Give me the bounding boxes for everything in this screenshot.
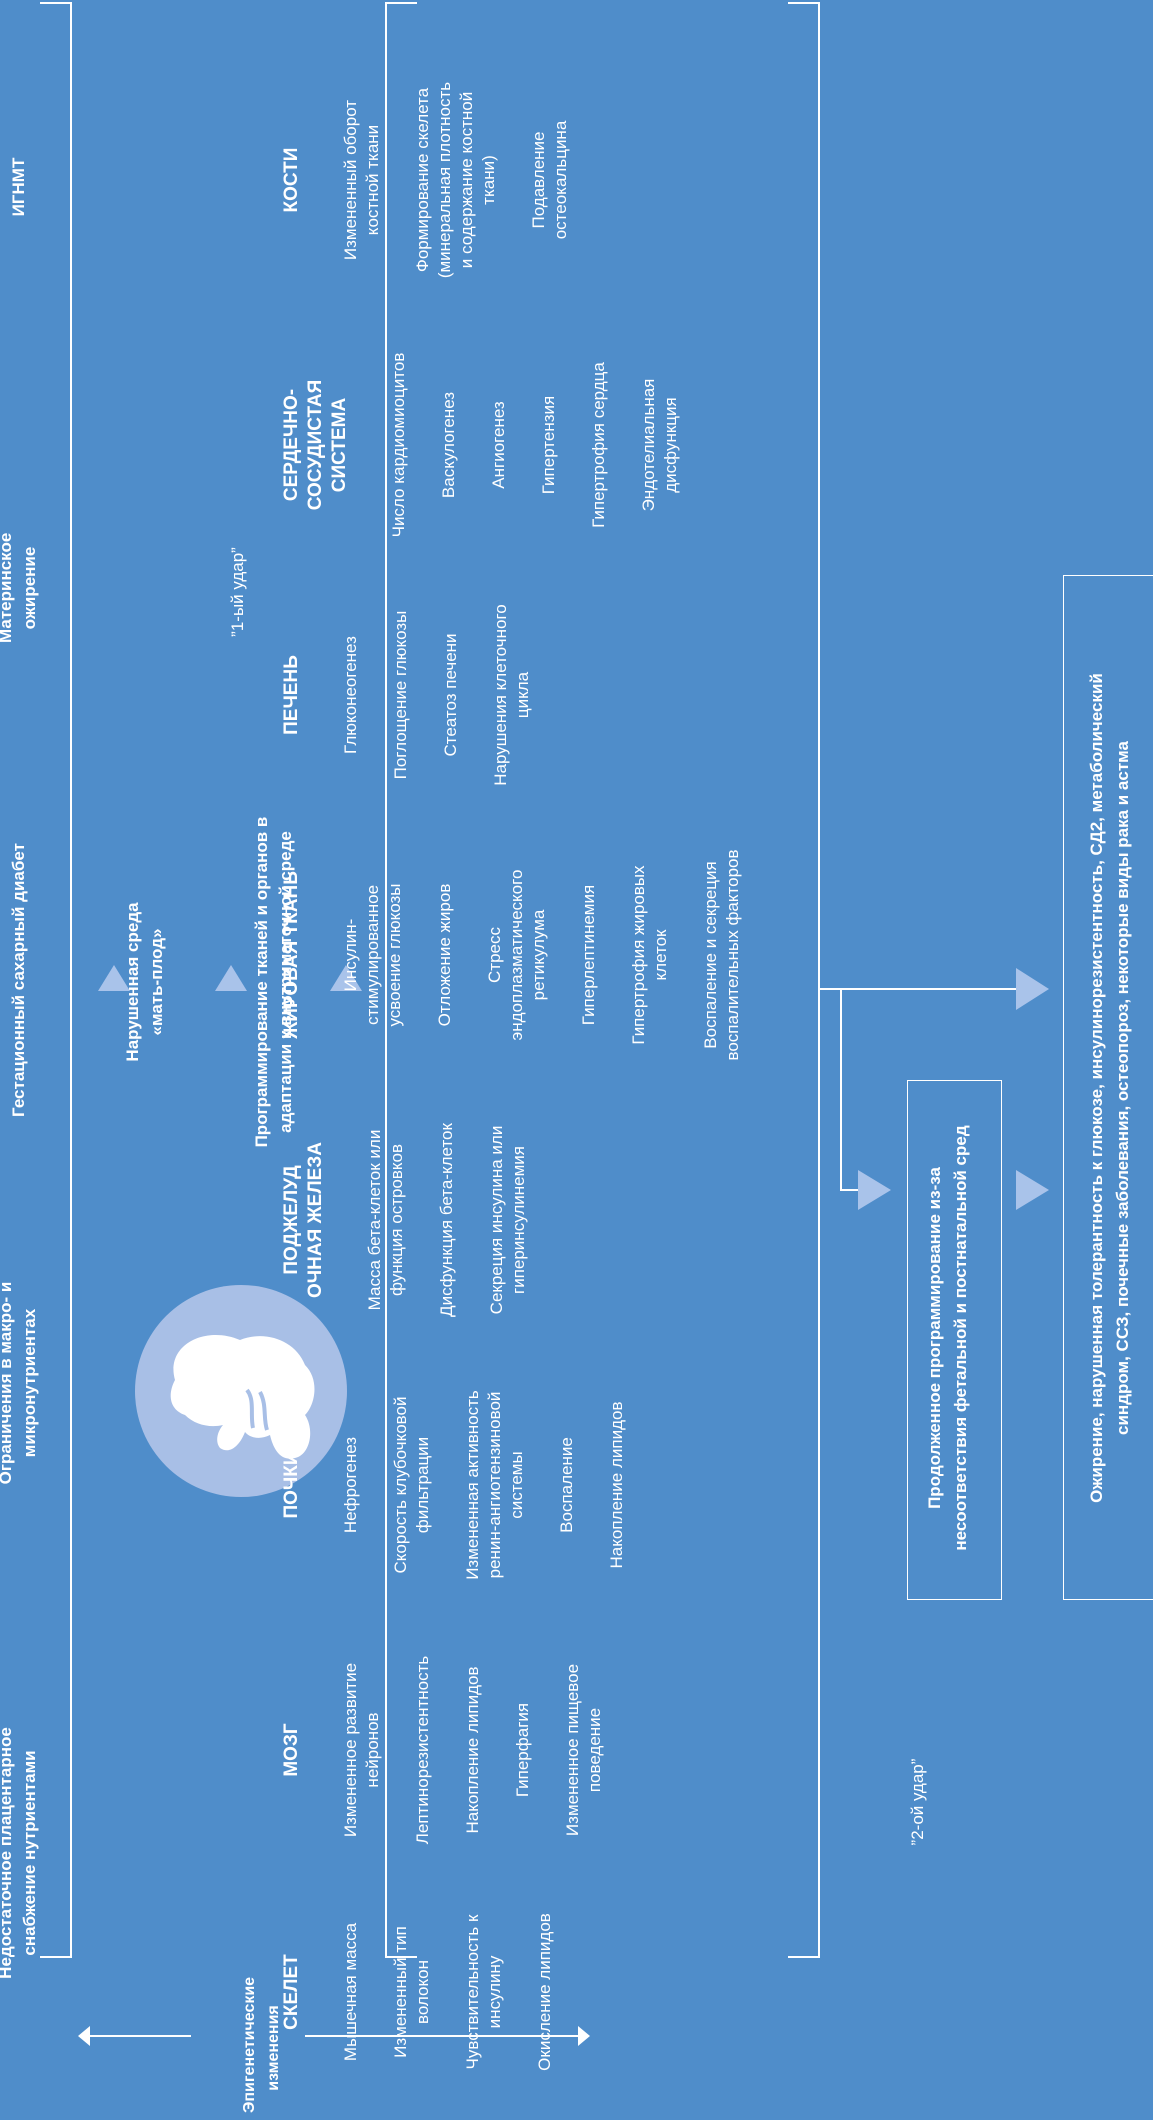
organ-item: Гипертрофия жировых клеток [629, 865, 670, 1045]
causes-bracket-spine [70, 2, 72, 1958]
arrow-triangle-continued [858, 1170, 891, 1210]
organ-block-adipose: ЖИРОВАЯ ТКАНЬ Инсулин- стимулированное у… [280, 830, 742, 1080]
arrow-triangle-2 [215, 965, 247, 991]
organ-block-bones: КОСТИ Измененный оборот костной ткани Фо… [280, 55, 720, 305]
organ-item: Эндотелиальная дисфункция [639, 378, 680, 512]
arrow-triangle-3 [330, 965, 362, 991]
organ-block-cardiovascular: СЕРДЕЧНО- СОСУДИСТАЯ СИСТЕМА Число карди… [280, 320, 720, 570]
connector-to-continued [840, 1189, 860, 1191]
organ-block-liver: ПЕЧЕНЬ Глюконеогенез Поглощение глюкозы … [280, 570, 720, 820]
organs-bracket-bottom-right [788, 1956, 820, 1958]
organ-item: Дисфункция бета-клеток [437, 1123, 456, 1317]
organ-item: Отложение жиров [435, 883, 454, 1027]
organ-block-kidneys: ПОЧКИ Нефрогенез Скорость клубочковой фи… [280, 1360, 720, 1610]
organ-item: Нефрогенез [341, 1436, 360, 1534]
connector-horizontal [820, 988, 1020, 990]
organ-title: ПОДЖЕЛУД ОЧНАЯ ЖЕЛЕЗА [281, 1142, 326, 1298]
organ-item: Секреция инсулина или гиперинсулинемия [487, 1125, 528, 1315]
first-hit-label: ”1-ый удар” [228, 547, 247, 637]
organ-item: Измененный оборот костной ткани [341, 99, 382, 261]
cause-gestational-diabetes: Гестационный сахарный диабет [9, 843, 28, 1117]
disturbed-environment-label: Нарушенная среда «мать-плод» [123, 902, 166, 1062]
organ-block-pancreas: ПОДЖЕЛУД ОЧНАЯ ЖЕЛЕЗА Масса бета-клеток … [280, 1095, 720, 1345]
organ-item: Скорость клубочковой фильтрации [391, 1396, 432, 1574]
organ-block-brain: МОЗГ Измененное развитие нейронов Лептин… [280, 1625, 720, 1875]
organ-title: МОЗГ [281, 1723, 302, 1777]
epigenetic-arrow-left-line [88, 2035, 191, 2037]
organs-bracket-bottom-left [385, 1956, 417, 1958]
cause-maternal-obesity: Материнское ожирение [0, 532, 39, 643]
organ-item: Подавление остеокальцина [529, 120, 570, 240]
cause-placental: Недостаточное плацентарное снабжение нут… [0, 1727, 39, 1979]
organ-item: Гипертрофия сердца [589, 362, 608, 528]
epigenetic-arrow-right-head [578, 2026, 590, 2046]
organ-item: Чувствительность к инсулину [463, 1914, 504, 2070]
organs-bracket-spine-right [818, 2, 820, 1958]
organ-title: ЖИРОВАЯ ТКАНЬ [281, 871, 302, 1039]
cause-macro-micro: Ограничения в макро- и микронутриентах [0, 1282, 39, 1485]
connector-vertical [840, 988, 842, 1191]
second-hit-label: ”2-ой удар” [908, 1758, 927, 1846]
organ-item: Воспаление и секреция воспалительных фак… [701, 849, 742, 1061]
organ-item: Поглощение глюкозы [391, 610, 410, 780]
organ-item: Окисление липидов [535, 1913, 554, 2071]
organ-item: Ангиогенез [489, 401, 508, 489]
organ-item: Измененное пищевое поведение [563, 1663, 604, 1837]
organ-title: КОСТИ [281, 147, 302, 213]
organ-item: Нарушения клеточного цикла [491, 604, 532, 786]
organ-item: Число кардиомиоцитов [389, 352, 408, 538]
organs-bracket-spine-left [385, 2, 387, 1958]
organs-bracket-top-left [385, 2, 417, 4]
organ-item: Измененная активность ренин-ангиотензино… [463, 1390, 526, 1580]
epigenetic-arrow-right-line [305, 2035, 580, 2037]
causes-bracket-top [40, 2, 72, 4]
organ-item: Гиперлептинемия [579, 884, 598, 1026]
organ-item: Стресс эндоплазматического ретикулума [485, 869, 548, 1041]
organ-item: Формирование скелета (минеральная плотно… [413, 81, 498, 279]
arrow-triangle-1 [98, 965, 130, 991]
organ-item: Гипертензия [539, 395, 558, 495]
organ-item: Мышечная масса [341, 1922, 360, 2062]
organ-item: Васкулогенез [439, 391, 458, 499]
outcome-box [1063, 575, 1153, 1600]
continued-programming-box [907, 1080, 1002, 1600]
arrow-triangle-outcome-mid [1016, 1170, 1049, 1210]
organ-item: Лептинорезистентность [413, 1655, 432, 1845]
epigenetic-arrow-left-head [78, 2026, 90, 2046]
organs-bracket-top-right [788, 2, 820, 4]
organ-title: ПОЧКИ [281, 1451, 302, 1519]
organ-title: СЕРДЕЧНО- СОСУДИСТАЯ СИСТЕМА [281, 379, 350, 511]
organ-item: Воспаление [557, 1437, 576, 1533]
organ-item: Глюконеогенез [341, 636, 360, 754]
organ-item: Накопление липидов [463, 1666, 482, 1834]
organ-block-skeleton: СКЕЛЕТ Мышечная масса Измененный тип вол… [280, 1867, 720, 2117]
organ-item: Измененное развитие нейронов [341, 1662, 382, 1838]
organ-item: Гиперфагия [513, 1702, 532, 1798]
organ-item: Измененный тип волокон [391, 1926, 432, 2058]
outcome-label: Ожирение, нарушенная толерантность к глю… [1087, 673, 1132, 1503]
causes-bracket-bottom [40, 1956, 72, 1958]
continued-programming-label: Продолженное программирование из-за несо… [925, 1125, 970, 1551]
organ-item: Накопление липидов [607, 1401, 626, 1569]
cause-ignmt: ИГНМТ [9, 157, 28, 217]
organ-title: ПЕЧЕНЬ [281, 655, 302, 735]
arrow-triangle-outcome-top [1016, 968, 1049, 1010]
organ-title: СКЕЛЕТ [281, 1954, 302, 2030]
organ-item: Инсулин- стимулированное усвоение глюкоз… [341, 883, 404, 1027]
organ-item: Стеатоз печени [441, 633, 460, 757]
fetus-icon [170, 1334, 315, 1459]
organ-item: Масса бета-клеток или функция островков [365, 1129, 406, 1311]
